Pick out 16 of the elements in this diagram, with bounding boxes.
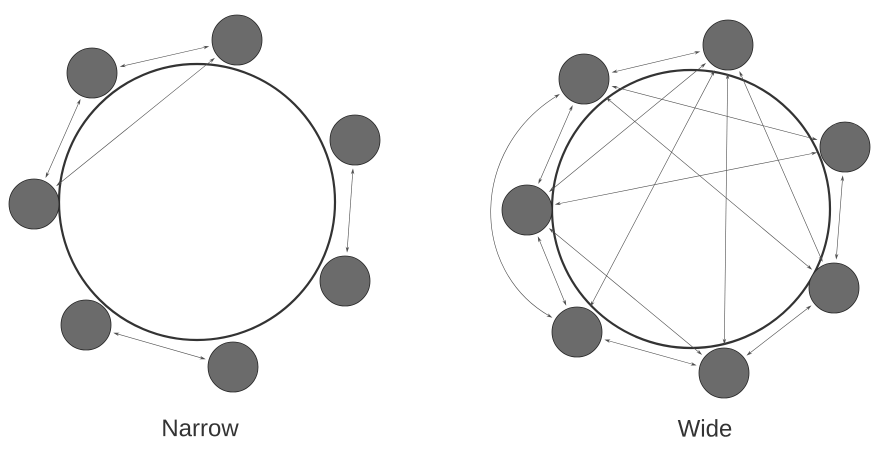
node-circle bbox=[8, 178, 60, 230]
caption: Wide bbox=[678, 419, 732, 437]
node-circle bbox=[208, 342, 258, 392]
node-circle bbox=[820, 122, 870, 172]
node-circle bbox=[702, 20, 754, 70]
node-circle bbox=[320, 256, 370, 306]
node-circle bbox=[502, 184, 552, 236]
caption: Narrow bbox=[163, 420, 239, 436]
node-circle bbox=[212, 14, 262, 66]
node-circle bbox=[808, 262, 860, 314]
node-circle bbox=[330, 114, 380, 166]
node-circle bbox=[558, 54, 610, 104]
node-circle bbox=[66, 48, 118, 98]
node-circle bbox=[552, 306, 602, 358]
node-circle bbox=[60, 300, 112, 350]
node-circle bbox=[698, 348, 750, 398]
